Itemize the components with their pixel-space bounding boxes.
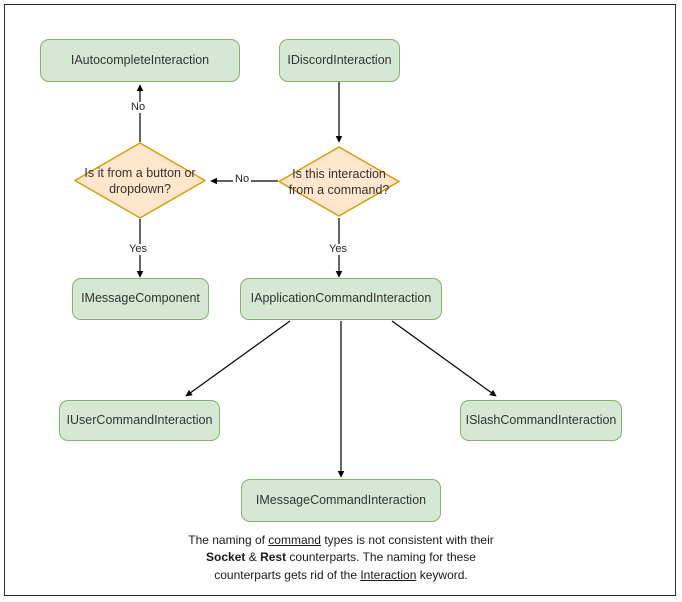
caption-text: counterparts. The naming for these [286, 550, 476, 565]
edge-application-to-slash-command [391, 320, 497, 397]
node-slash-command-interaction[interactable]: ISlashCommandInteraction [460, 400, 622, 441]
diagram-caption: The naming of command types is not consi… [141, 532, 541, 584]
caption-text: counterparts gets rid of the [214, 567, 361, 582]
node-label: IUserCommandInteraction [66, 412, 213, 427]
edge-label-autocomplete-no: No [129, 101, 148, 113]
caption-line-2: Socket & Rest counterparts. The naming f… [206, 550, 476, 564]
node-label: Is it from a button or dropdown? [84, 165, 196, 196]
node-message-command-interaction[interactable]: IMessageCommandInteraction [241, 479, 441, 522]
node-label: IApplicationCommandInteraction [250, 291, 432, 306]
node-label: IMessageComponent [81, 291, 200, 306]
node-label: IDiscordInteraction [287, 52, 392, 67]
node-label: ISlashCommandInteraction [465, 412, 617, 427]
edge-label-command-no: No [233, 173, 252, 185]
node-question-is-command[interactable]: Is this interaction from a command? [278, 146, 400, 217]
edge-label-button-yes: Yes [127, 243, 149, 255]
node-discord-interaction[interactable]: IDiscordInteraction [279, 39, 400, 82]
diamond-shape [74, 142, 206, 219]
caption-line-3: counterparts gets rid of the Interaction… [214, 568, 468, 582]
node-question-button-or-dropdown[interactable]: Is it from a button or dropdown? [74, 142, 206, 219]
node-label: IMessageCommandInteraction [255, 492, 427, 507]
caption-bold-rest: Rest [260, 550, 287, 565]
caption-text: The naming of [188, 533, 269, 547]
caption-underlined-interaction: Interaction [360, 567, 417, 582]
caption-underlined-command: command [268, 533, 321, 547]
caption-text: keyword. [416, 567, 468, 582]
caption-text: & [245, 550, 261, 565]
node-label: Is this interaction from a command? [288, 166, 390, 197]
caption-bold-socket: Socket [206, 550, 246, 565]
node-message-component[interactable]: IMessageComponent [72, 278, 209, 320]
node-user-command-interaction[interactable]: IUserCommandInteraction [59, 400, 220, 441]
caption-line-1: The naming of command types is not consi… [188, 533, 493, 547]
node-autocomplete-interaction[interactable]: IAutocompleteInteraction [40, 39, 240, 82]
caption-text: types is not consistent with their [320, 533, 494, 547]
diamond-shape [278, 146, 400, 217]
edge-label-command-yes: Yes [327, 243, 349, 255]
node-application-command-interaction[interactable]: IApplicationCommandInteraction [240, 278, 442, 320]
node-label: IAutocompleteInteraction [70, 52, 210, 67]
edge-application-to-user-command [185, 320, 291, 397]
